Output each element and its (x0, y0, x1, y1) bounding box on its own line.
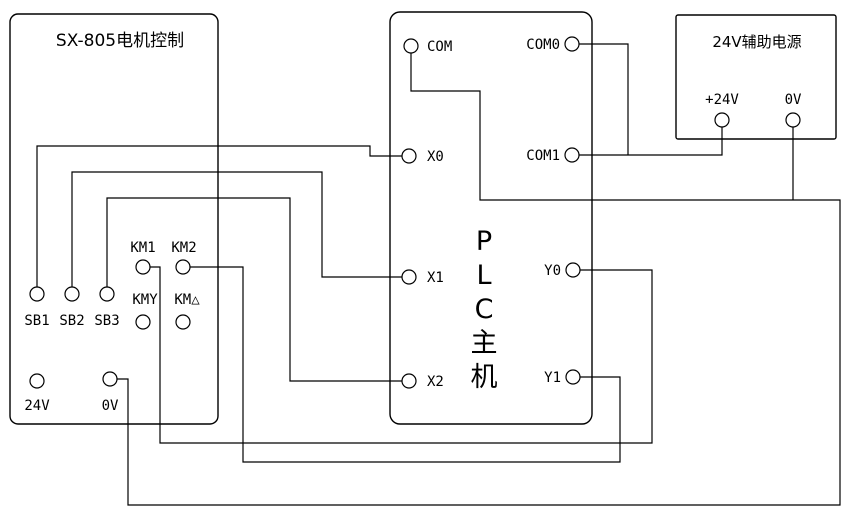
wire-com1-24v (579, 127, 723, 156)
terminal-com (403, 38, 419, 54)
label-motor-24v: 24V (24, 398, 50, 414)
label-com1: COM1 (526, 148, 560, 164)
box-motor-control (9, 13, 219, 425)
wire-y1-km2 (190, 266, 621, 463)
wire-sb2-x1 (71, 171, 402, 287)
terminal-sb3 (99, 286, 115, 302)
label-y0: Y0 (544, 263, 561, 279)
label-sb1: SB1 (24, 313, 49, 329)
terminal-sb2 (64, 286, 80, 302)
label-com0: COM0 (526, 37, 560, 53)
label-km1: KM1 (130, 240, 155, 256)
terminal-com1 (564, 147, 580, 163)
label-motor-0v: 0V (102, 398, 119, 414)
terminal-x0 (401, 148, 417, 164)
plc-title-char-c: C (475, 294, 494, 325)
plc-title-char-zhu: 主 (471, 328, 498, 359)
terminal-power-24v (714, 112, 730, 128)
terminal-motor-24v (29, 373, 45, 389)
wire-y0-km1 (150, 266, 653, 444)
box-power-supply (675, 14, 837, 140)
terminal-sb1 (29, 286, 45, 302)
label-sb2: SB2 (59, 313, 84, 329)
label-power-24v: +24V (705, 92, 739, 108)
label-x2: X2 (427, 374, 444, 390)
label-x1: X1 (427, 270, 444, 286)
label-km2: KM2 (171, 240, 196, 256)
plc-title-char-l: L (476, 260, 491, 291)
terminal-y1 (565, 369, 581, 385)
terminal-power-0v (785, 112, 801, 128)
label-y1: Y1 (544, 370, 561, 386)
label-sb3: SB3 (94, 313, 119, 329)
wire-sb3-x2 (106, 197, 402, 382)
terminal-km1 (135, 259, 151, 275)
label-com: COM (427, 39, 452, 55)
plc-title-char-ji: 机 (471, 362, 498, 393)
terminal-km-delta (175, 314, 191, 330)
wire-com-0v-bus (117, 53, 841, 506)
label-km-delta: KM△ (174, 292, 200, 308)
terminal-x2 (401, 373, 417, 389)
terminal-com0 (564, 36, 580, 52)
terminal-x1 (401, 269, 417, 285)
motor-box-title: SX-805电机控制 (56, 31, 184, 51)
wire-com0-join (579, 43, 629, 155)
terminal-motor-0v (102, 371, 118, 387)
terminal-y0 (565, 262, 581, 278)
plc-title-char-p: P (476, 226, 492, 257)
label-power-0v: 0V (785, 92, 802, 108)
label-kmy: KMY (132, 292, 158, 308)
terminal-kmy (135, 314, 151, 330)
power-box-title: 24V辅助电源 (712, 33, 801, 51)
terminal-km2 (175, 259, 191, 275)
label-x0: X0 (427, 149, 444, 165)
box-plc (389, 11, 593, 425)
wire-sb1-x0 (36, 145, 402, 287)
